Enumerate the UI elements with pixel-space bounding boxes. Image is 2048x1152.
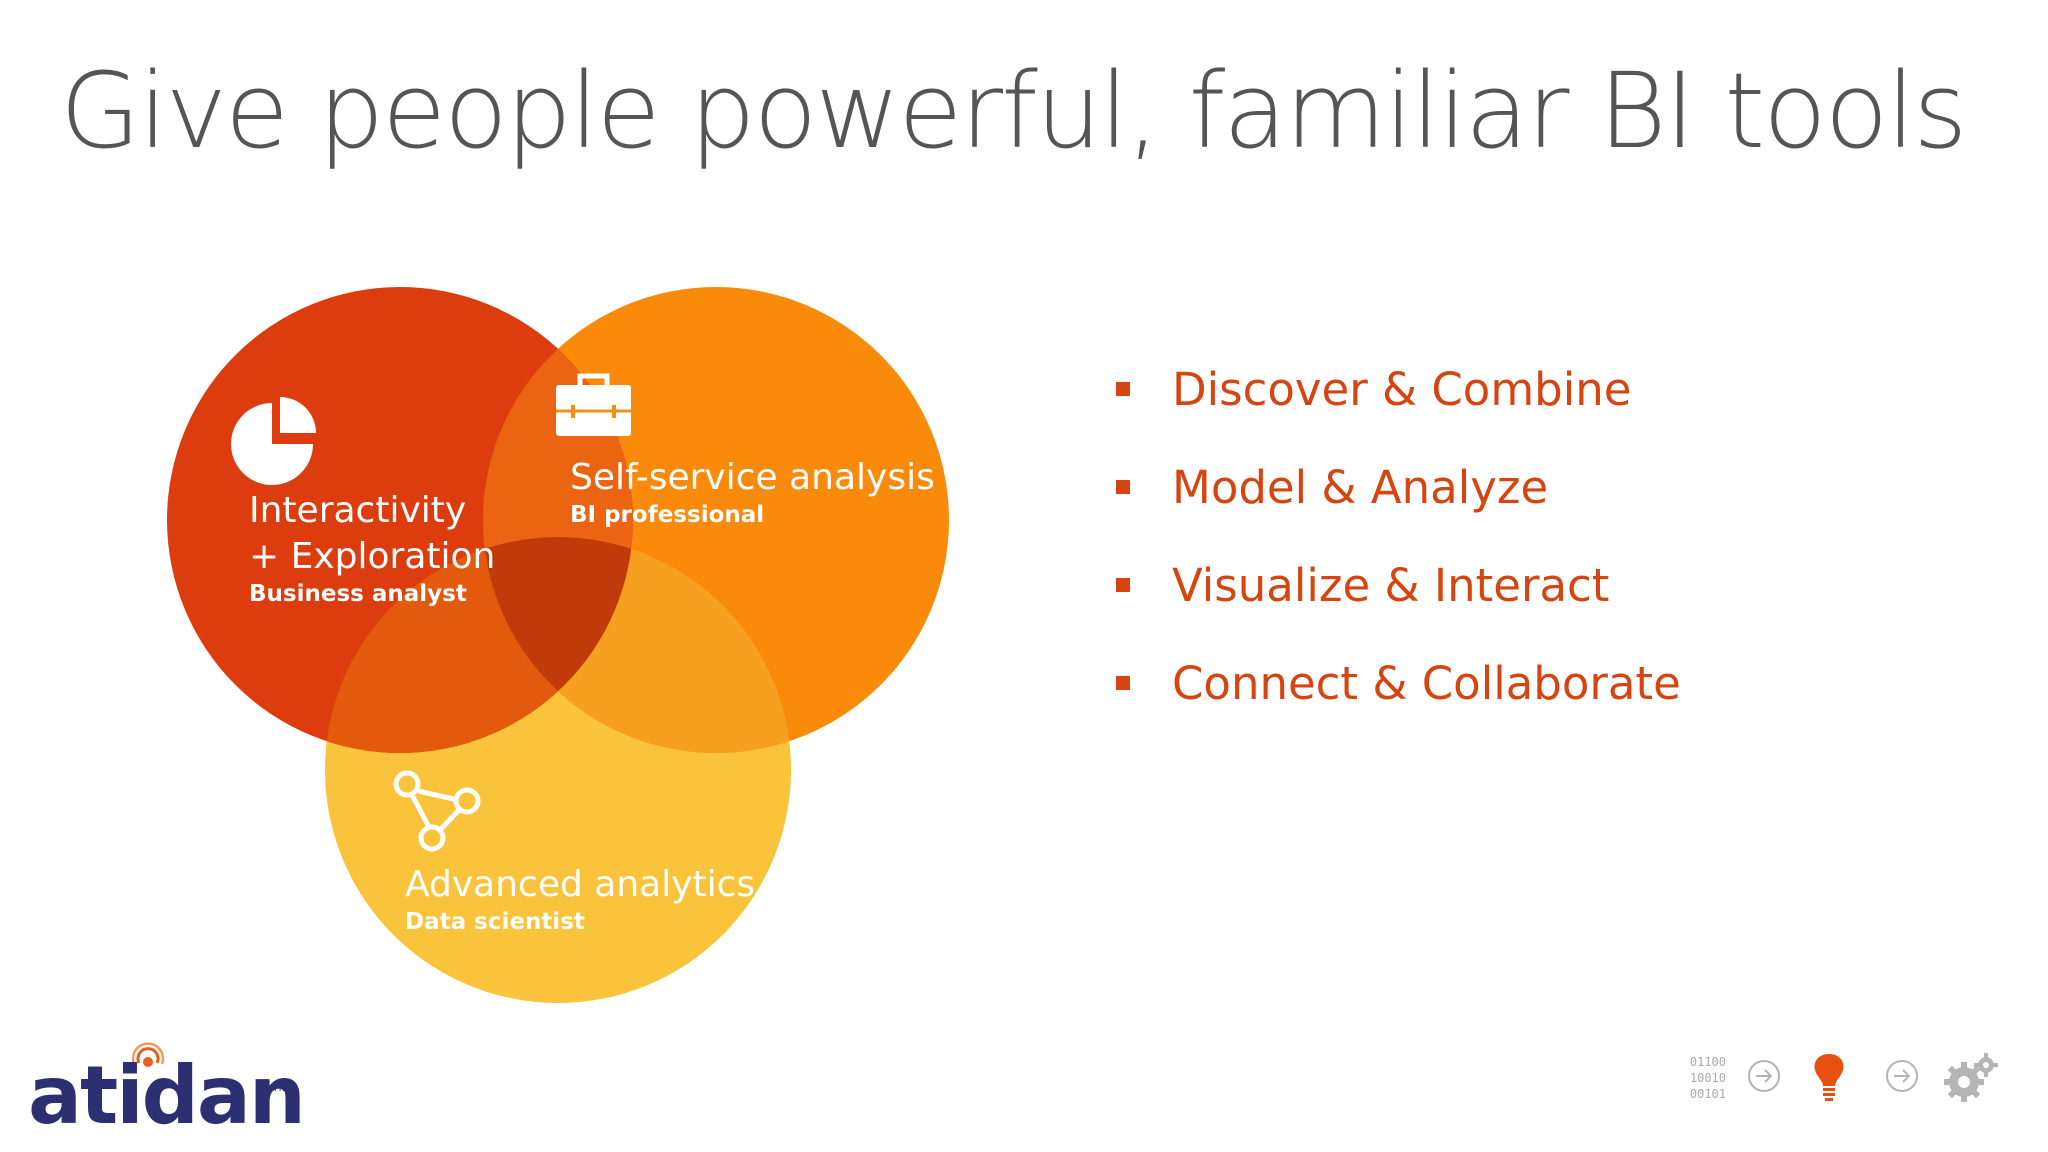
arrow-right-circle-icon (1748, 1060, 1780, 1092)
bi-professional-role: BI professional (570, 502, 764, 528)
slide-title: Give people powerful, familiar BI tools (60, 50, 1967, 172)
list-item: Connect & Collaborate (1116, 649, 1681, 747)
list-item: Visualize & Interact (1116, 551, 1681, 649)
overlap-professional-scientist (483, 537, 791, 753)
business-analyst-title-line1: Interactivity (249, 490, 466, 531)
data-scientist-role: Data scientist (405, 909, 585, 935)
arrow-right-circle-icon (1886, 1060, 1918, 1092)
list-item-label: Connect & Collaborate (1172, 657, 1681, 710)
list-item-label: Model & Analyze (1172, 461, 1549, 514)
list-item: Model & Analyze (1116, 453, 1681, 551)
feature-list: Discover & Combine Model & Analyze Visua… (1116, 355, 1681, 747)
list-item-label: Visualize & Interact (1172, 559, 1610, 612)
briefcase-icon (556, 373, 631, 436)
logo-trademark: TM (272, 1082, 288, 1094)
lightbulb-icon (1814, 1054, 1844, 1101)
business-analyst-role: Business analyst (249, 581, 467, 607)
bullet-square-icon (1116, 382, 1130, 396)
binary-data-icon: 01100 10010 00101 (1689, 1055, 1726, 1101)
bullet-square-icon (1116, 480, 1130, 494)
bullet-square-icon (1116, 676, 1130, 690)
list-item: Discover & Combine (1116, 355, 1681, 453)
signal-arcs-icon (131, 1042, 165, 1067)
atidan-logo: atidan TM (28, 1036, 328, 1142)
business-analyst-title-line2: + Exploration (249, 536, 495, 577)
overlap-analyst-scientist (325, 537, 633, 753)
bi-professional-title: Self-service analysis (570, 457, 935, 498)
footer-process-icons: 01100 10010 00101 (1650, 1048, 2010, 1108)
bullet-square-icon (1116, 578, 1130, 592)
pie-chart-icon (231, 397, 316, 485)
list-item-label: Discover & Combine (1172, 363, 1632, 416)
logo-wordmark: atidan (28, 1049, 306, 1142)
data-scientist-title: Advanced analytics (405, 864, 755, 905)
gears-icon (1944, 1053, 1998, 1102)
network-graph-icon (393, 770, 481, 852)
